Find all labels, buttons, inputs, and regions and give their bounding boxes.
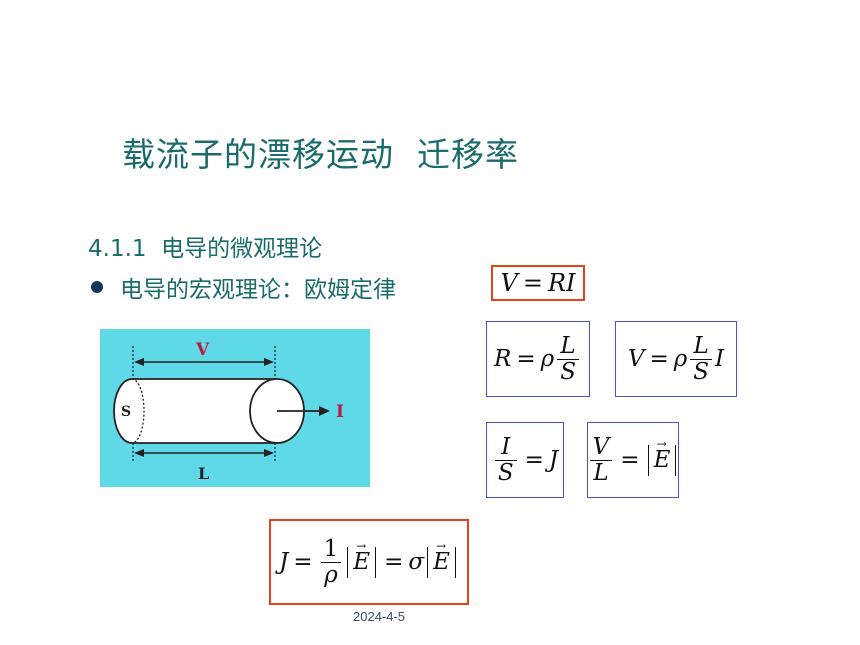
- current-density-numerator: I: [501, 434, 511, 461]
- resistance-rho: ρ: [540, 346, 555, 372]
- voltage-numerator: L: [693, 333, 709, 360]
- bullet-dot-icon: [91, 281, 103, 293]
- length-label: L: [198, 464, 209, 483]
- slide-title: 载流子的漂移运动 迁移率: [122, 135, 519, 174]
- conductivity-sigma: σ: [408, 549, 425, 575]
- electric-field-box: V L = E: [587, 422, 679, 498]
- current-density-fraction: I S: [494, 434, 517, 485]
- resistance-numerator: L: [560, 333, 576, 360]
- resistance-formula-box: R = ρ L S: [486, 321, 590, 397]
- electric-field-vector: E: [654, 438, 671, 472]
- resistance-lhs: R: [494, 346, 512, 372]
- electric-field-magnitude: E: [647, 438, 677, 476]
- ohm-lhs: V: [500, 269, 518, 297]
- conductivity-field-magnitude-2: E: [427, 540, 456, 578]
- current-density-rhs: J: [548, 447, 559, 473]
- ohm-rhs: RI: [547, 269, 576, 297]
- ohm-equals: =: [522, 269, 543, 297]
- conductivity-field-vector: E: [353, 540, 370, 574]
- voltage-equals: =: [649, 346, 669, 372]
- conductivity-fraction: 1 ρ: [321, 536, 342, 587]
- conductivity-field-vector-2: E: [433, 540, 450, 574]
- current-density-equals: =: [524, 447, 544, 473]
- bullet-text: 电导的宏观理论：欧姆定律: [120, 277, 396, 303]
- resistance-fraction: L S: [557, 333, 579, 384]
- electric-field-equals: =: [620, 447, 640, 473]
- section-heading: 4.1.1 电导的微观理论: [88, 236, 323, 262]
- conductivity-lhs: J: [279, 549, 289, 575]
- conductivity-numerator: 1: [323, 536, 339, 563]
- conductivity-formula-box: J = 1 ρ E = σ E: [269, 519, 469, 605]
- voltage-formula-box: V = ρ L S I: [615, 321, 737, 397]
- slide-date: 2024-4-5: [353, 609, 406, 624]
- voltage-rho: ρ: [673, 346, 688, 372]
- electric-field-numerator: V: [592, 434, 610, 461]
- resistance-equals: =: [516, 346, 536, 372]
- voltage-current: I: [715, 346, 725, 372]
- cylinder-left-end: [113, 378, 133, 444]
- voltage-denominator: S: [690, 358, 713, 384]
- current-density-denominator: S: [494, 459, 517, 485]
- conductivity-equals: =: [293, 549, 313, 575]
- voltage-label: V: [195, 340, 210, 360]
- conductor-diagram: V S I L: [100, 329, 370, 487]
- voltage-lhs: V: [627, 346, 645, 372]
- electric-field-fraction: V L: [590, 434, 613, 485]
- area-label: S: [121, 404, 131, 420]
- electric-field-denominator: L: [590, 459, 612, 485]
- voltage-fraction: L S: [690, 333, 713, 384]
- conductivity-denominator: ρ: [321, 561, 341, 587]
- ohm-law-box: V = RI: [491, 265, 585, 301]
- conductivity-field-magnitude: E: [347, 540, 377, 578]
- current-density-box: I S = J: [486, 422, 564, 498]
- current-label: I: [336, 402, 344, 422]
- conductivity-equals-2: =: [384, 549, 404, 575]
- resistance-denominator: S: [557, 358, 579, 384]
